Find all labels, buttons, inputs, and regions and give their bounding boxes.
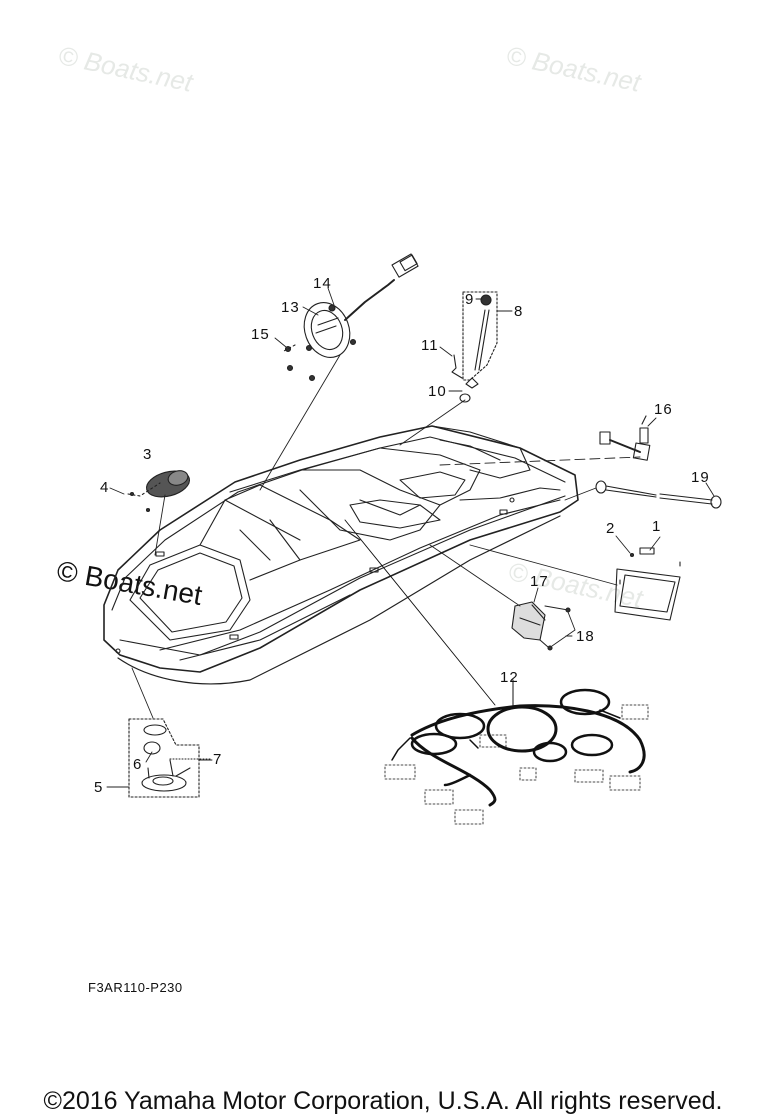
part-19-cable — [564, 480, 722, 509]
callout-10: 10 — [428, 383, 447, 400]
callout-4: 4 — [100, 479, 110, 496]
callout-13: 13 — [281, 299, 300, 316]
callout-17: 17 — [530, 573, 549, 590]
part-3-speaker — [127, 470, 191, 556]
callout-16: 16 — [654, 401, 673, 418]
callout-leaders — [106, 287, 715, 788]
callout-5: 5 — [94, 779, 104, 796]
callout-18: 18 — [576, 628, 595, 645]
part-5-assembly — [128, 667, 211, 798]
callout-9: 9 — [465, 291, 475, 308]
callout-14: 14 — [313, 275, 332, 292]
part-16-sensor — [439, 415, 651, 466]
part-12-wire-harness — [344, 519, 649, 825]
callout-12: 12 — [500, 669, 519, 686]
part-8-tube-assembly — [399, 291, 498, 446]
part-17-module — [429, 544, 576, 651]
callout-15: 15 — [251, 326, 270, 343]
callout-1: 1 — [652, 518, 662, 535]
callout-3: 3 — [143, 446, 153, 463]
callout-11: 11 — [421, 337, 439, 354]
part-13-gauge-assembly — [259, 253, 419, 491]
boat-hull — [103, 425, 579, 685]
callout-7: 7 — [213, 751, 223, 768]
copyright-notice: ©2016 Yamaha Motor Corporation, U.S.A. A… — [43, 1087, 723, 1115]
callout-8: 8 — [514, 303, 524, 320]
diagram-code: F3AR110-P230 — [88, 980, 183, 995]
callout-19: 19 — [691, 469, 710, 486]
part-1-bracket — [469, 544, 681, 621]
callout-2: 2 — [606, 520, 616, 537]
callout-6: 6 — [133, 756, 143, 773]
